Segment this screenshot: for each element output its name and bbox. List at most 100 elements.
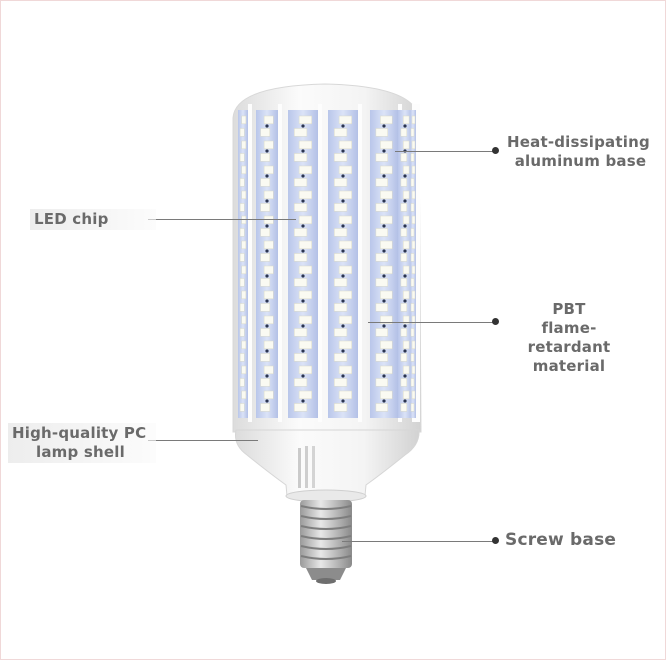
led-chip <box>263 365 274 375</box>
led-chip <box>380 215 393 225</box>
led-chip <box>380 290 393 300</box>
led-chip <box>338 240 352 250</box>
led-chip <box>260 278 271 287</box>
led-chip <box>411 190 416 200</box>
led-chip <box>334 128 348 137</box>
housing-ridge <box>358 104 362 422</box>
leader-pc-shell <box>148 440 258 441</box>
led-chip <box>375 378 388 387</box>
chip-dot <box>403 224 407 228</box>
callout-heat-dissipating: Heat-dissipating aluminum base <box>507 133 650 171</box>
led-chip <box>294 328 308 337</box>
chip-dot <box>403 124 407 128</box>
led-chip <box>402 115 410 125</box>
chip-dot <box>382 124 386 128</box>
led-chip <box>239 203 245 212</box>
led-chip <box>402 165 410 175</box>
led-chip <box>338 290 352 300</box>
leader-dot-screw-base <box>492 537 499 544</box>
chip-dot <box>301 224 305 228</box>
callout-screw-base-text: Screw base <box>505 530 617 550</box>
led-chip <box>239 403 245 412</box>
led-chip <box>410 253 415 262</box>
led-chip <box>338 315 352 325</box>
led-chip <box>410 228 415 237</box>
led-chip <box>263 165 274 175</box>
led-chip <box>241 290 247 300</box>
callout-pbt-line2: flame-retardant <box>527 319 611 356</box>
led-chip <box>380 115 393 125</box>
chip-dot <box>403 299 407 303</box>
chip-dot <box>265 324 269 328</box>
chip-dot <box>301 399 305 403</box>
led-chip <box>260 378 271 387</box>
led-chip <box>241 115 247 125</box>
led-channels <box>238 104 420 422</box>
led-chip <box>298 240 312 250</box>
led-chip <box>294 303 308 312</box>
led-chip <box>294 403 308 412</box>
led-chip <box>263 315 274 325</box>
led-chip <box>263 390 274 400</box>
screw-base <box>300 500 352 584</box>
led-chip <box>298 340 312 350</box>
chip-dot <box>382 174 386 178</box>
callout-led-chip-text: LED chip <box>34 210 109 228</box>
screw-thread <box>300 525 352 530</box>
led-chip <box>375 303 388 312</box>
chip-dot <box>265 124 269 128</box>
led-chip <box>411 340 416 350</box>
led-chip <box>260 253 271 262</box>
chip-dot <box>403 274 407 278</box>
pc-lamp-shell <box>235 429 420 503</box>
led-chip <box>410 353 415 362</box>
led-chip <box>338 365 352 375</box>
led-chip <box>410 403 415 412</box>
led-chip <box>263 265 274 275</box>
led-chip <box>260 353 271 362</box>
callout-pbt: PBT flame-retardant material <box>504 300 634 376</box>
led-chip <box>402 340 410 350</box>
led-chip <box>294 228 308 237</box>
led-chip <box>239 303 245 312</box>
housing-ridge <box>248 104 252 422</box>
led-chip <box>400 203 408 212</box>
led-chip <box>380 315 393 325</box>
led-chip <box>294 153 308 162</box>
led-chip <box>260 128 271 137</box>
led-chip <box>263 340 274 350</box>
chip-dot <box>265 399 269 403</box>
chip-dot <box>382 299 386 303</box>
led-chip <box>375 278 388 287</box>
leader-dot-heat-dissipating <box>492 147 499 154</box>
led-chip <box>400 253 408 262</box>
chip-dot <box>382 374 386 378</box>
led-chip <box>239 278 245 287</box>
led-chip <box>400 303 408 312</box>
chip-dot <box>382 349 386 353</box>
led-chip <box>410 328 415 337</box>
led-chip <box>410 378 415 387</box>
led-chip <box>294 278 308 287</box>
chip-dot <box>403 249 407 253</box>
led-chip <box>375 178 388 187</box>
led-chip <box>294 353 308 362</box>
led-chip <box>338 390 352 400</box>
led-chip <box>380 140 393 150</box>
screw-thread <box>300 505 352 510</box>
housing-ridge <box>318 104 322 422</box>
led-chip <box>380 365 393 375</box>
chip-dot <box>341 124 345 128</box>
led-chip <box>239 353 245 362</box>
led-channel <box>410 110 416 418</box>
led-chip <box>263 140 274 150</box>
led-chip <box>334 203 348 212</box>
chip-dot <box>265 274 269 278</box>
leader-pbt <box>368 322 496 323</box>
led-chip <box>241 390 247 400</box>
chip-dot <box>341 324 345 328</box>
chip-dot <box>301 374 305 378</box>
chip-dot <box>403 324 407 328</box>
screw-thread <box>300 555 352 560</box>
screw-thread <box>300 515 352 520</box>
